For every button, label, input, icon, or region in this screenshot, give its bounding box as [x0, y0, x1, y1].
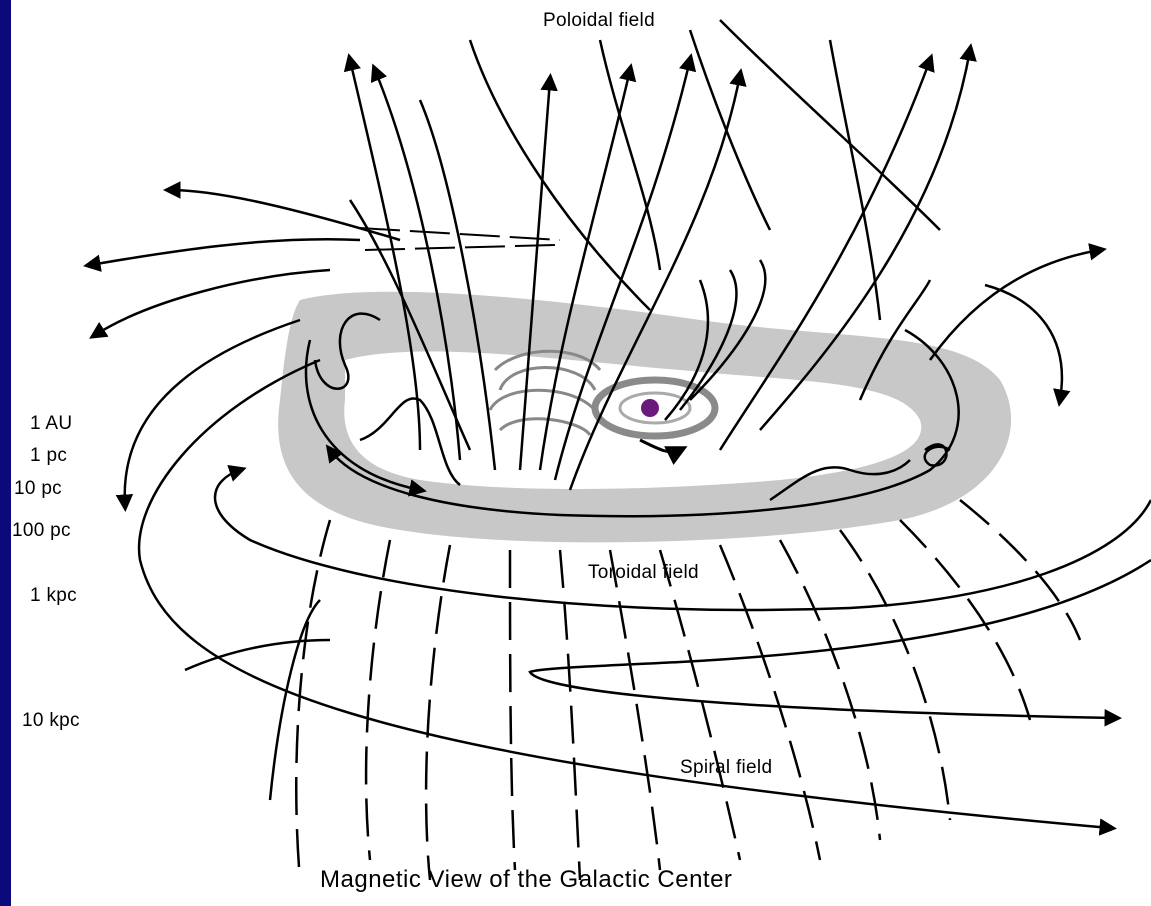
poloidal-field-label: Poloidal field — [543, 10, 655, 32]
spiral-field-label: Spiral field — [680, 757, 772, 779]
toroidal-field-label: Toroidal field — [588, 562, 699, 584]
scale-label-1kpc: 1 kpc — [30, 585, 77, 607]
scale-label-100pc: 100 pc — [12, 520, 71, 542]
scale-label-10pc: 10 pc — [14, 478, 62, 500]
lower-field-lines — [296, 500, 1080, 880]
scale-label-1pc: 1 pc — [30, 445, 67, 467]
galactic-core — [641, 399, 659, 417]
galactic-disk — [278, 292, 1011, 543]
diagram-title: Magnetic View of the Galactic Center — [320, 866, 732, 894]
scale-label-1au: 1 AU — [30, 413, 72, 435]
scale-label-10kpc: 10 kpc — [22, 710, 80, 732]
